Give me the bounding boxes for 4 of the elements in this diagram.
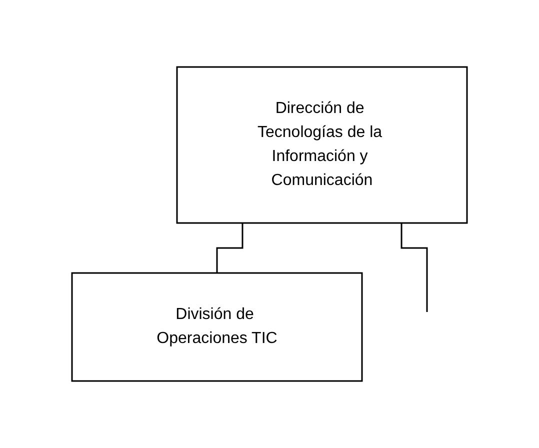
connector: [400, 223, 428, 313]
connector: [216, 223, 244, 274]
node-box: División de Operaciones TIC: [71, 272, 363, 382]
node-box: Dirección de Tecnologías de la Información y Comunicación: [176, 66, 468, 224]
